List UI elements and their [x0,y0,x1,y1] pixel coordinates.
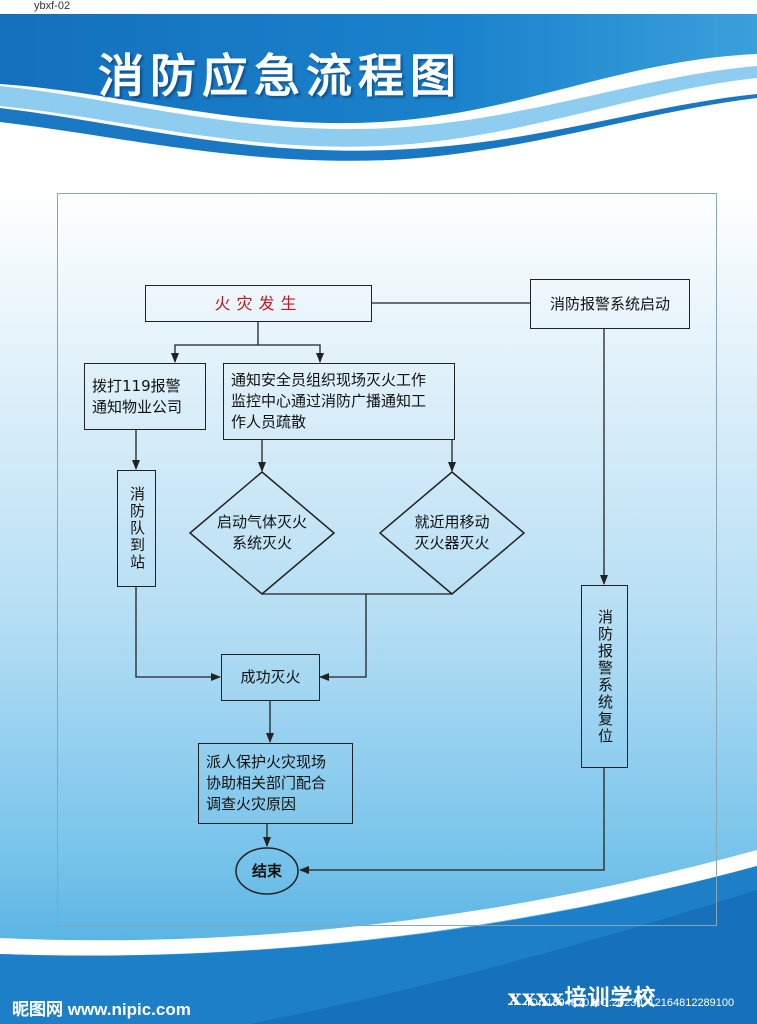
extinguisher-label: 就近用移动 灭火器灭火 [414,513,490,552]
extinguisher-diamond [378,471,526,595]
gas-system-label: 启动气体灭火 系统灭火 [216,513,307,552]
fire-occurs-box: 火灾发生 [145,285,372,322]
header-banner [0,14,757,161]
page-title: 消防应急流程图 [98,49,462,103]
call-119-box: 拨打119报警 通知物业公司 [84,363,206,430]
flowchart-frame [57,193,717,926]
end-label: 结束 [251,861,282,880]
fire-team-arrives-box: 消防队到站 [117,470,156,587]
success-box: 成功灭火 [221,654,320,701]
investigate-box: 派人保护火灾现场 协助相关部门配合 调查火灾原因 [198,743,353,824]
image-id: ID:11394870 NO:20230712164812289100 [527,997,735,1009]
notify-safety-staff-box: 通知安全员组织现场灭火工作 监控中心通过消防广播通知工 作人员疏散 [223,363,455,440]
school-name: xxxx培训学校 [508,985,657,1011]
footer-waves [0,850,757,1024]
alarm-system-reset-box: 消防报警系统复位 [581,585,628,768]
poster-code: ybxf-02 [34,0,71,12]
alarm-system-start-box: 消防报警系统启动 [530,279,690,329]
gas-system-diamond [188,471,336,595]
end-ellipse [235,847,299,895]
watermark: 昵图网 www.nipic.com [12,1000,191,1019]
